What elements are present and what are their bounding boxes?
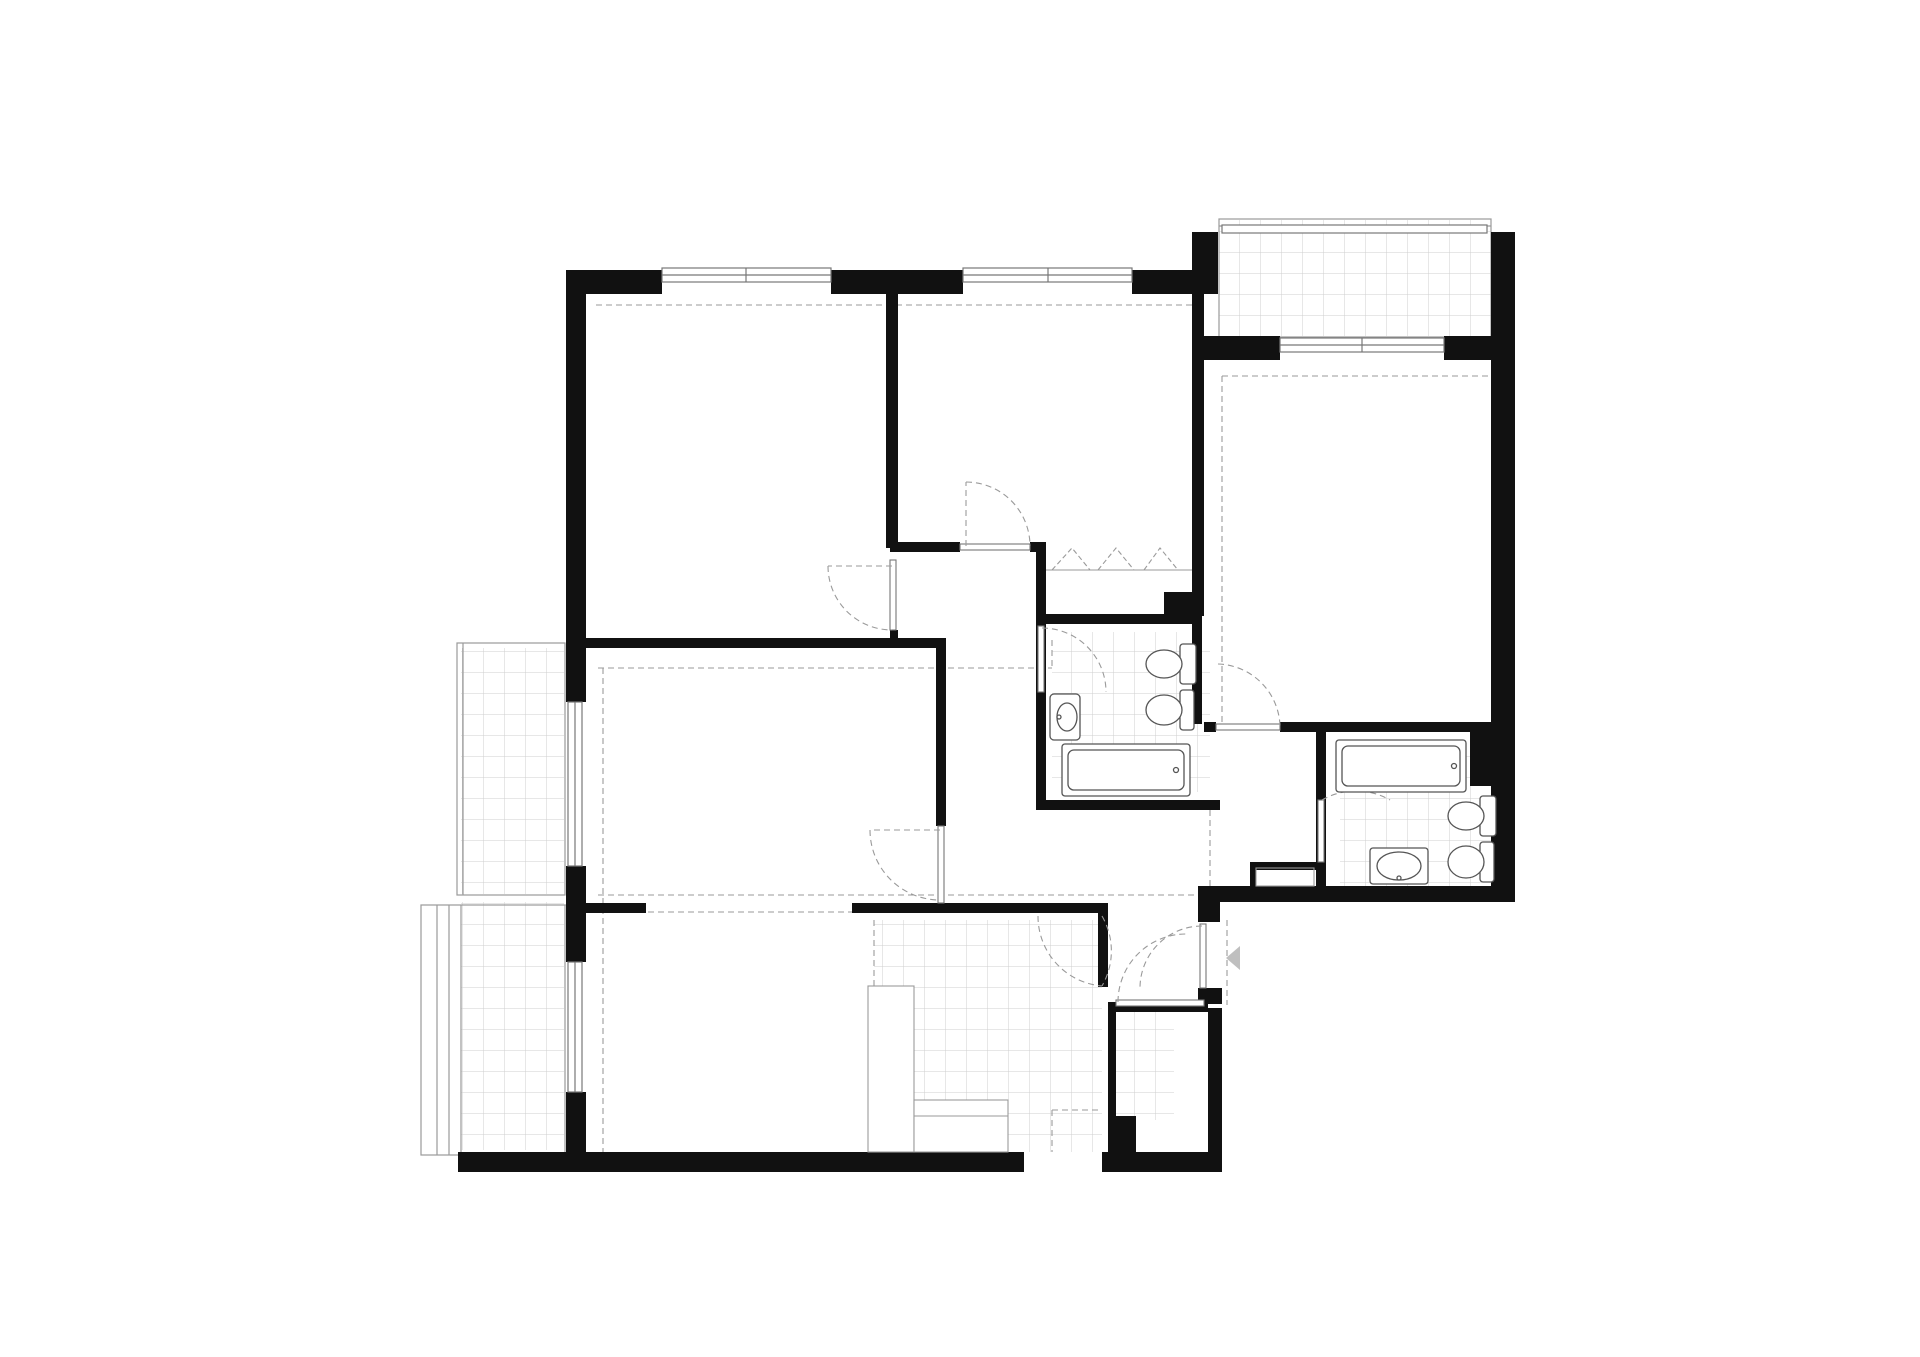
wall-kitchen-east bbox=[1098, 905, 1108, 987]
wall-west-pier-2 bbox=[566, 866, 586, 962]
windows bbox=[567, 224, 1488, 1093]
door-swing-icon bbox=[827, 559, 897, 631]
wall-divider-lower bbox=[890, 630, 898, 642]
dashed-reference-lines bbox=[565, 304, 1507, 1155]
door-swing-icon bbox=[1037, 915, 1112, 987]
balcony-west-floor bbox=[461, 648, 564, 894]
wall-shaft bbox=[1164, 592, 1192, 624]
wall-bath-central-north bbox=[1036, 614, 1166, 624]
door-swing-icon bbox=[869, 825, 945, 904]
wall-bath-central-east bbox=[1192, 592, 1202, 682]
door-swing-icon bbox=[959, 481, 1031, 551]
wall-living-south-2 bbox=[852, 903, 1108, 913]
wall-south bbox=[458, 1152, 1024, 1172]
wall-north-bedroom-south-2 bbox=[1030, 542, 1046, 552]
wall-living-east bbox=[936, 638, 946, 826]
door-swing-icon bbox=[1215, 663, 1281, 731]
wall-storage-north bbox=[1108, 1002, 1208, 1012]
wall-storage-west bbox=[1108, 1002, 1116, 1120]
wall-bedroom-east-west bbox=[1192, 270, 1204, 616]
wall-bath-east-shaft bbox=[1470, 730, 1498, 786]
window-icon bbox=[962, 267, 1133, 283]
wall-storage-closet bbox=[1108, 1116, 1136, 1172]
bidet-icon bbox=[1447, 841, 1495, 883]
kitchen-counters bbox=[867, 985, 1009, 1153]
wall-hall-door-jamb bbox=[1204, 722, 1216, 732]
window-icon bbox=[1279, 337, 1445, 353]
window-icon bbox=[661, 267, 832, 283]
hall-closet bbox=[1255, 867, 1315, 887]
door-swing-icon bbox=[1037, 625, 1107, 693]
wall-west-pier-1 bbox=[566, 640, 586, 702]
wall-west-pier-3 bbox=[566, 1092, 586, 1154]
sink-icon bbox=[1049, 693, 1081, 741]
wall-storage-east bbox=[1208, 1008, 1222, 1172]
kitchen-counter-west bbox=[867, 985, 915, 1153]
wall-east-bedroom-north-1 bbox=[1204, 336, 1280, 360]
wall-north-bedroom-south-1 bbox=[890, 542, 960, 552]
bathtub-icon bbox=[1335, 739, 1467, 793]
balcony-southwest-floor bbox=[461, 902, 564, 1150]
wall-ne-column bbox=[1192, 232, 1218, 294]
tiled-floors bbox=[461, 220, 1506, 1152]
toilet-icon bbox=[1447, 795, 1497, 837]
wall-hall-closet bbox=[1250, 862, 1320, 870]
storage-floor bbox=[1112, 1012, 1174, 1120]
door-swing-icon bbox=[1115, 933, 1205, 1007]
kitchen-counter-south bbox=[913, 1099, 1009, 1153]
wall-bath-central-south bbox=[1036, 800, 1220, 810]
balcony-northeast-floor bbox=[1219, 220, 1491, 336]
wall-hall-east-upper bbox=[1192, 680, 1202, 724]
wall-bedrooms-divider bbox=[886, 294, 898, 548]
sink-icon bbox=[1369, 847, 1429, 885]
wall-west-bedroom bbox=[566, 270, 586, 640]
fixtures bbox=[1049, 643, 1497, 885]
triangle-entrance-icon bbox=[1226, 946, 1240, 970]
wall-bath-east-south bbox=[1206, 886, 1510, 902]
window-icon bbox=[1221, 224, 1488, 234]
door-swing-icon bbox=[1139, 923, 1207, 989]
doors bbox=[827, 481, 1391, 1007]
wall-south-right bbox=[1132, 1152, 1222, 1172]
wall-hall-closet-side bbox=[1250, 862, 1256, 888]
toilet-icon bbox=[1145, 643, 1197, 685]
bidet-icon bbox=[1145, 689, 1195, 731]
balcony-west-outline bbox=[456, 642, 566, 896]
wardrobe-doors bbox=[1046, 547, 1192, 571]
bathtub-icon bbox=[1061, 743, 1191, 797]
wall-bedroom-living bbox=[586, 638, 944, 648]
walls bbox=[458, 232, 1515, 1172]
wall-north-2 bbox=[831, 270, 963, 294]
wall-living-south-1 bbox=[586, 903, 646, 913]
wall-east-bedroom-south bbox=[1280, 722, 1506, 732]
window-icon bbox=[567, 701, 583, 867]
window-icon bbox=[567, 961, 583, 1093]
wall-entrance-north bbox=[1198, 886, 1220, 922]
wall-east-bedroom-north-2 bbox=[1444, 336, 1512, 360]
